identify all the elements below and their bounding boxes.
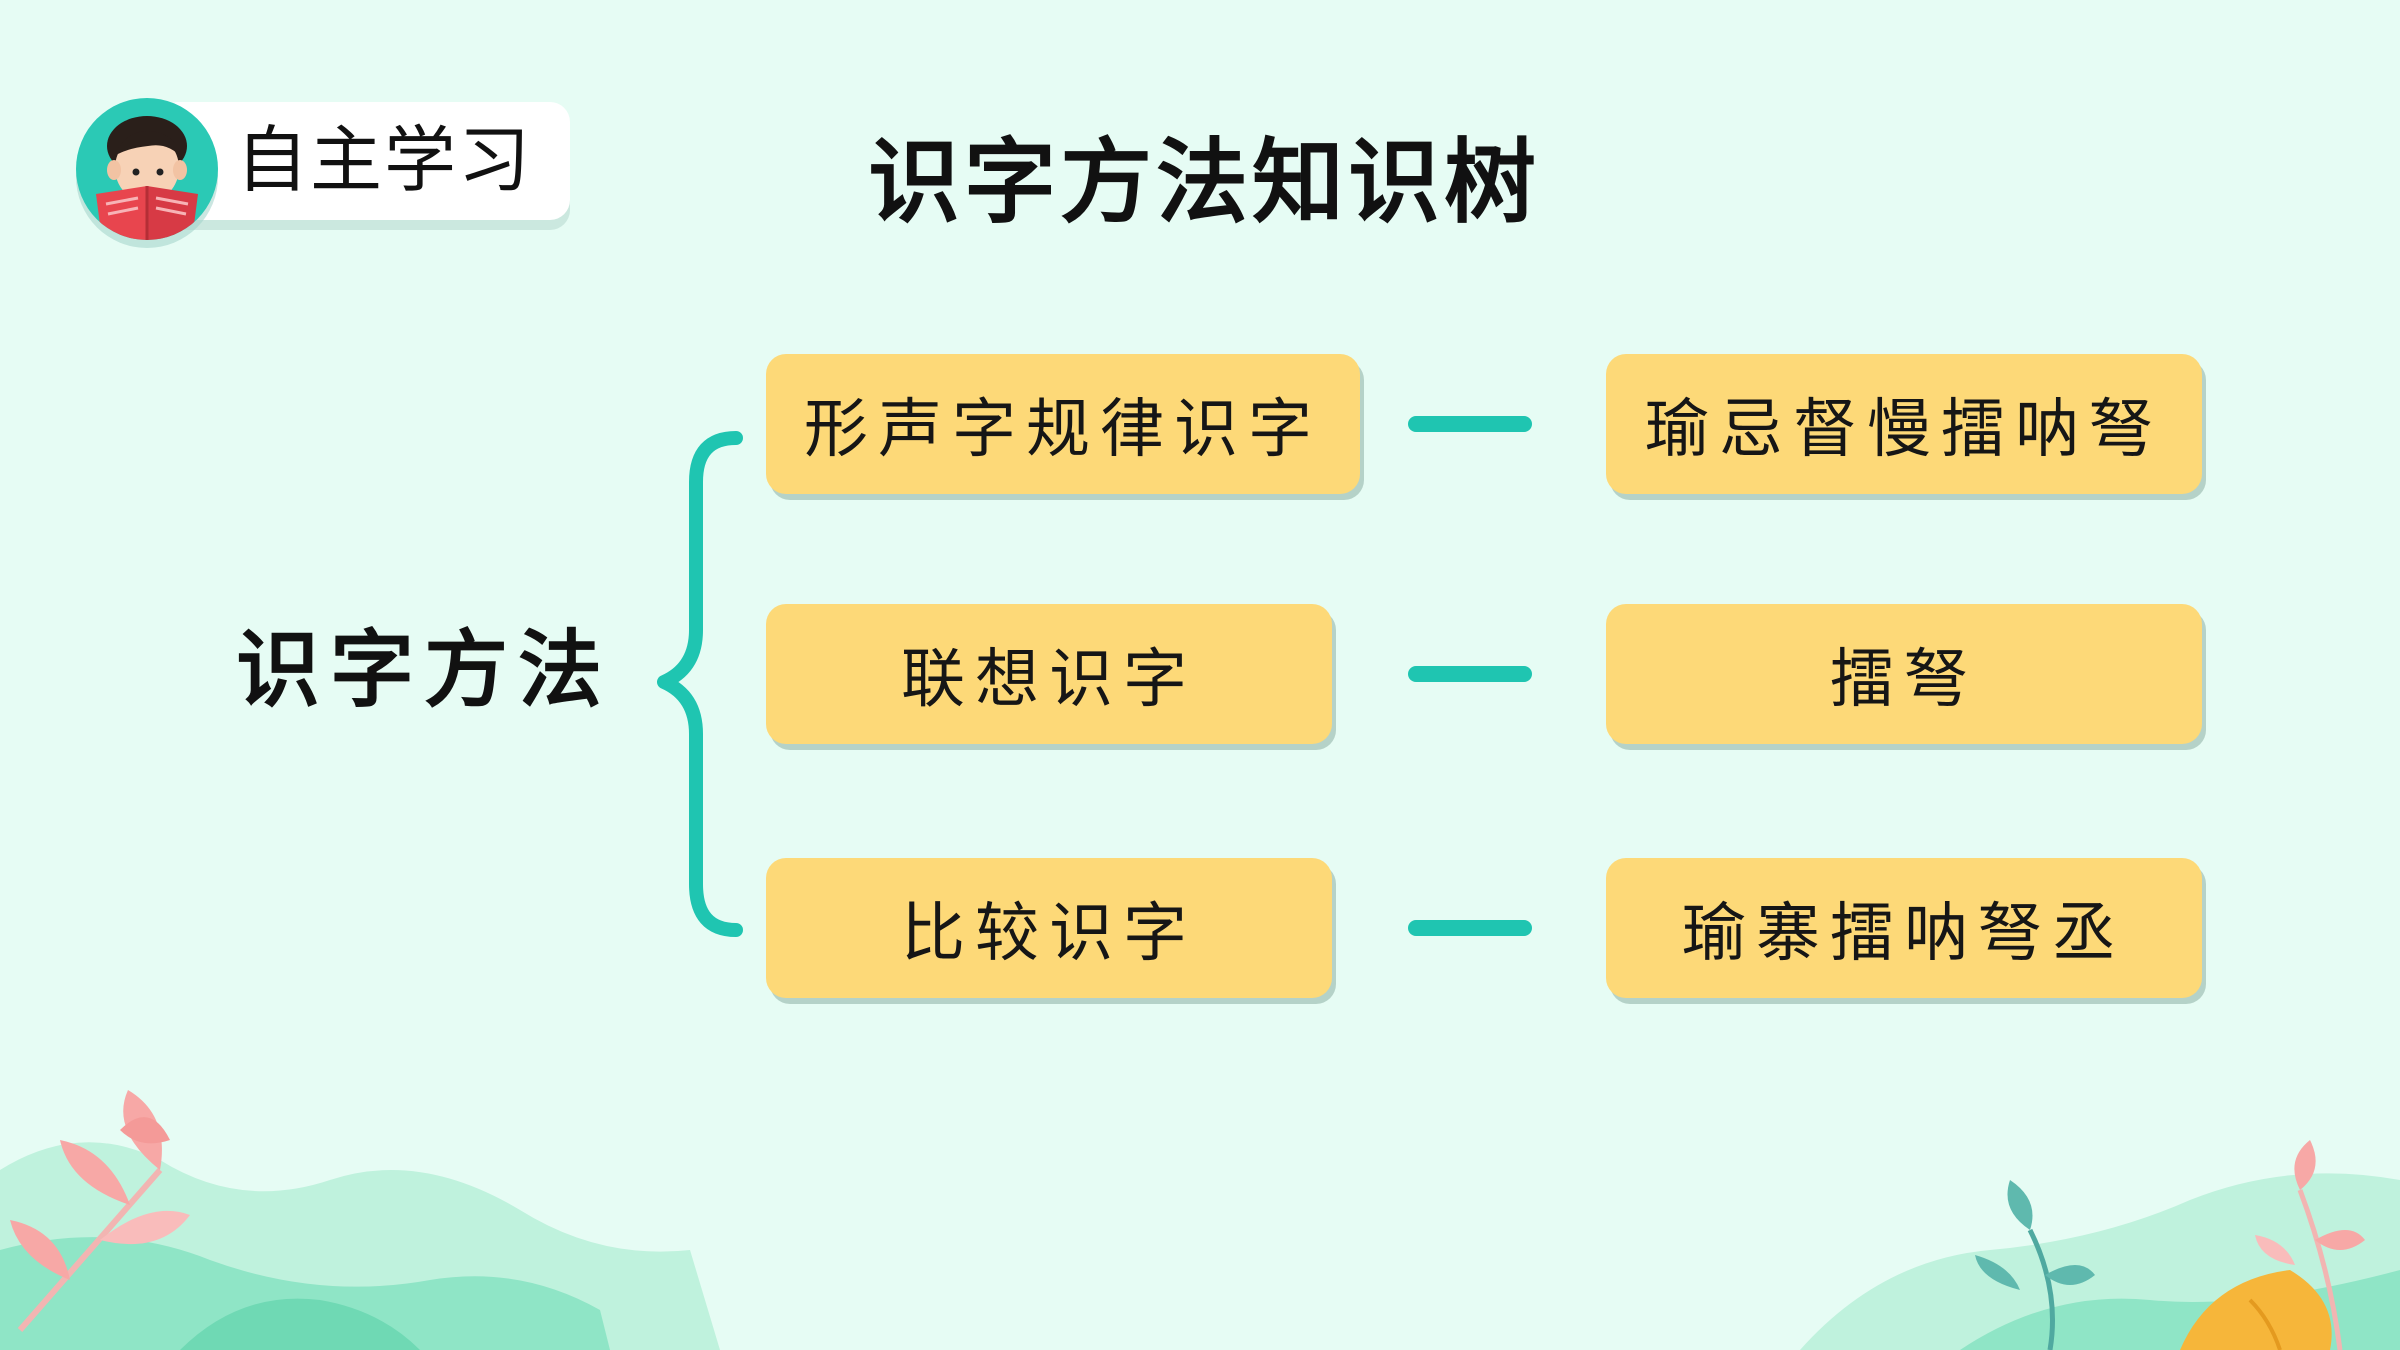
method-label-3: 比较识字 xyxy=(901,897,1197,971)
mindmap-root-label: 识字方法 xyxy=(236,620,613,719)
method-box-3: 比较识字 xyxy=(766,858,1332,998)
badge-pill xyxy=(158,102,570,220)
orange-leaf-icon xyxy=(2180,1270,2332,1350)
method-label-1: 形声字规律识字 xyxy=(804,393,1322,467)
characters-box-3: 瑜寨擂呐弩丞 xyxy=(1606,858,2202,998)
characters-box-1: 瑜忌督慢擂呐弩 xyxy=(1606,354,2202,494)
connector-line-3 xyxy=(1408,920,1532,936)
connector-line-2 xyxy=(1408,666,1532,682)
characters-box-2: 擂弩 xyxy=(1606,604,2202,744)
characters-label-1: 瑜忌督慢擂呐弩 xyxy=(1645,393,2163,467)
page-title: 识字方法知识树 xyxy=(868,129,1541,236)
characters-label-2: 擂弩 xyxy=(1830,643,1978,717)
pink-leaf-sprig-right-icon xyxy=(2255,1140,2365,1350)
pink-leaf-sprig-icon xyxy=(10,1090,190,1332)
badge-label: 自主学习 xyxy=(236,118,533,202)
method-box-1: 形声字规律识字 xyxy=(766,354,1360,494)
curly-brace-icon xyxy=(657,431,743,937)
method-box-2: 联想识字 xyxy=(766,604,1332,744)
teal-leaf-sprig-icon xyxy=(1975,1180,2095,1350)
section-badge: 自主学习 xyxy=(76,98,570,240)
boy-reading-book-icon xyxy=(76,98,218,240)
characters-label-3: 瑜寨擂呐弩丞 xyxy=(1682,897,2126,971)
method-label-2: 联想识字 xyxy=(901,643,1197,717)
connector-line-1 xyxy=(1408,416,1532,432)
